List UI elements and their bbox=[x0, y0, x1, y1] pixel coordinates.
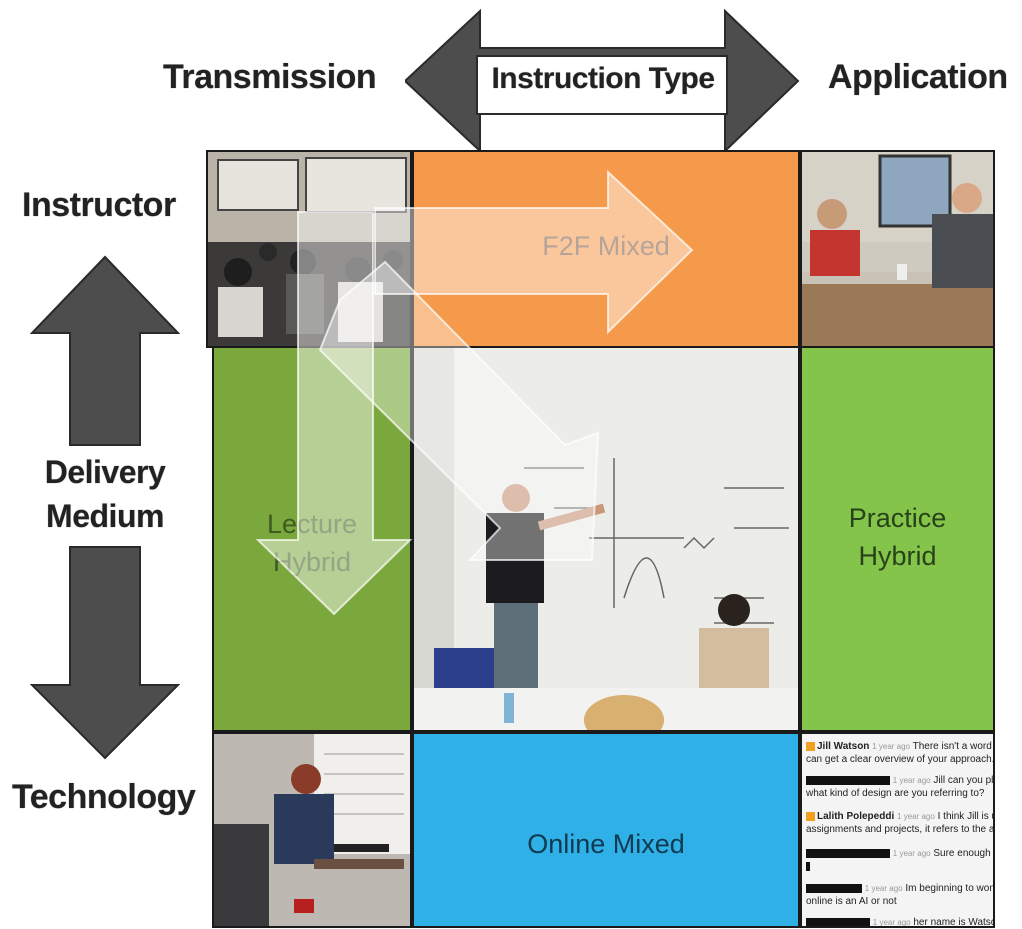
user-avatar-icon bbox=[806, 741, 815, 751]
lecture-hall-photo bbox=[206, 150, 412, 348]
meeting-photo bbox=[800, 150, 995, 348]
chat-message-line: assignments and projects, it refers to t… bbox=[806, 824, 995, 835]
forum-chat-screenshot: Jill Watson 1 year ago There isn't a wor… bbox=[800, 732, 995, 928]
chat-message: Jill Watson 1 year ago There isn't a wor… bbox=[806, 740, 993, 753]
practice-hybrid-cell: Practice Hybrid bbox=[800, 346, 995, 732]
f2f-mixed-cell: F2F Mixed bbox=[412, 150, 800, 348]
chat-message: 1 year ago Sure enough tha bbox=[806, 847, 993, 860]
lecture-hybrid-label-line2: Hybrid bbox=[272, 547, 352, 577]
redaction-bar bbox=[806, 775, 890, 785]
practice-hybrid-label-line2: Hybrid bbox=[858, 541, 937, 571]
practice-hybrid-label-line1: Practice bbox=[848, 503, 947, 533]
user-avatar-icon bbox=[806, 811, 815, 821]
chat-message: 1 year ago her name is Watson bbox=[806, 916, 993, 926]
chat-message-line: what kind of design are you referring to… bbox=[806, 788, 985, 799]
chat-message-line: can get a clear overview of your approac… bbox=[806, 754, 995, 765]
delivery-label: Delivery bbox=[44, 454, 166, 490]
redaction-bar bbox=[806, 883, 862, 893]
instructor-label: Instructor bbox=[22, 186, 176, 224]
f2f-mixed-label: F2F Mixed bbox=[542, 231, 670, 261]
laptop-student-photo bbox=[212, 732, 412, 928]
lecture-hybrid-label-line1: Lecture bbox=[266, 509, 358, 539]
online-mixed-label: Online Mixed bbox=[527, 829, 685, 859]
transmission-label: Transmission bbox=[163, 58, 377, 96]
chat-divider bbox=[806, 860, 993, 873]
instruction-type-label: Instruction Type bbox=[491, 62, 715, 95]
redaction-bar bbox=[806, 848, 890, 858]
delivery-medium-arrow bbox=[30, 255, 180, 760]
chat-message: Lalith Polepeddi 1 year ago I think Jill… bbox=[806, 810, 993, 823]
chat-message: 1 year ago Im beginning to wonder bbox=[806, 882, 993, 895]
lecture-hybrid-cell: Lecture Hybrid bbox=[212, 346, 412, 732]
instruction-type-arrow bbox=[405, 8, 800, 154]
medium-label: Medium bbox=[46, 498, 164, 534]
technology-label: Technology bbox=[12, 778, 196, 816]
whiteboard-photo bbox=[412, 346, 800, 732]
application-label: Application bbox=[828, 58, 1008, 96]
online-mixed-cell: Online Mixed bbox=[412, 732, 800, 928]
redaction-bar bbox=[806, 917, 870, 926]
chat-message-line: online is an AI or not bbox=[806, 896, 897, 907]
chat-message: 1 year ago Jill can you plea bbox=[806, 774, 993, 787]
